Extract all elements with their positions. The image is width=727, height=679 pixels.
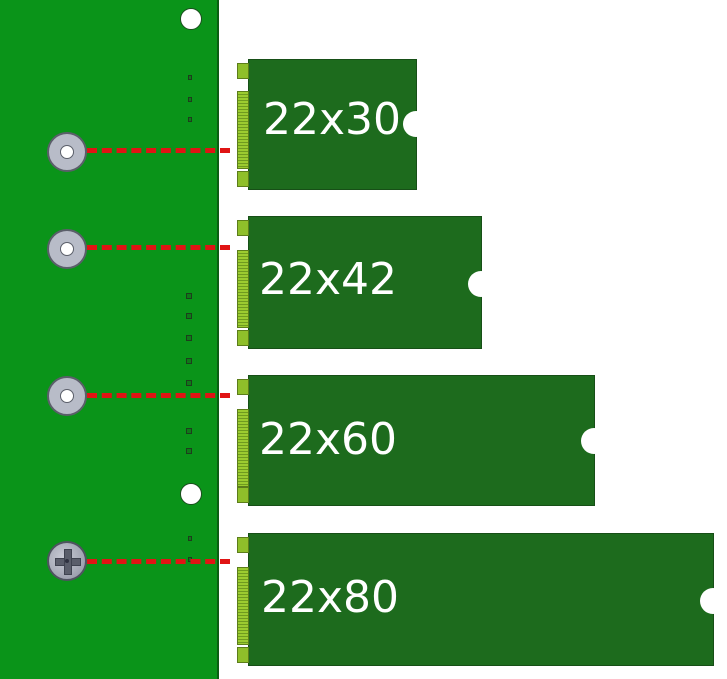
solder-pad xyxy=(188,117,192,122)
gold-contact-key xyxy=(237,63,249,79)
gold-contact-key xyxy=(237,537,249,553)
m2-card-22x80: 22x80 xyxy=(237,533,726,666)
screw-notch xyxy=(581,428,607,454)
gold-contact-key xyxy=(237,330,249,346)
solder-pad xyxy=(186,448,192,454)
solder-pad xyxy=(186,428,192,434)
solder-pad xyxy=(188,536,192,541)
gold-contacts xyxy=(237,409,249,487)
gold-contact-key xyxy=(237,379,249,395)
card-size-label: 22x42 xyxy=(259,254,398,305)
guide-line-22x60 xyxy=(87,393,230,398)
ring-standoff-icon xyxy=(47,229,87,269)
solder-pad xyxy=(186,293,192,299)
solder-pad xyxy=(188,75,192,80)
guide-line-22x42 xyxy=(87,245,230,250)
solder-pad xyxy=(186,313,192,319)
gold-contact-key xyxy=(237,171,249,187)
gold-contacts xyxy=(237,91,249,169)
gold-contact-key xyxy=(237,647,249,663)
m2-card-22x60: 22x60 xyxy=(237,375,607,506)
board-mounting-hole-icon xyxy=(180,8,202,30)
m2-card-22x30: 22x30 xyxy=(237,59,429,190)
card-size-label: 22x60 xyxy=(259,414,398,465)
solder-pad xyxy=(186,358,192,364)
motherboard-edge xyxy=(0,0,219,679)
ring-standoff-icon xyxy=(47,376,87,416)
card-size-label: 22x80 xyxy=(261,572,400,623)
phillips-screw-icon xyxy=(47,541,87,581)
gold-contact-key xyxy=(237,220,249,236)
solder-pad xyxy=(186,335,192,341)
board-mounting-hole-icon xyxy=(180,483,202,505)
gold-contact-key xyxy=(237,487,249,503)
ring-standoff-icon xyxy=(47,132,87,172)
guide-line-22x30 xyxy=(87,148,230,153)
screw-notch xyxy=(403,111,429,137)
solder-pad xyxy=(186,380,192,386)
screw-notch xyxy=(700,588,726,614)
gold-contacts xyxy=(237,567,249,645)
gold-contacts xyxy=(237,250,249,328)
card-size-label: 22x30 xyxy=(263,94,402,145)
solder-pad xyxy=(188,97,192,102)
screw-notch xyxy=(468,271,494,297)
guide-line-22x80 xyxy=(87,559,230,564)
m2-card-22x42: 22x42 xyxy=(237,216,494,349)
